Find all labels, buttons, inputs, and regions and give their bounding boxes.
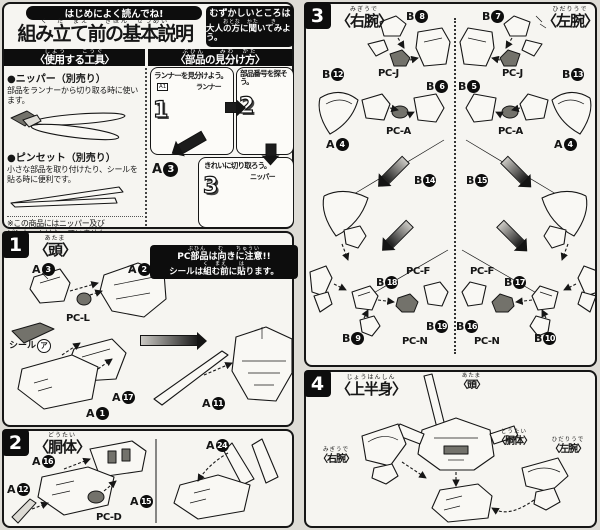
step2-illustration: [11, 438, 279, 524]
panel2-caption: 部品番号を探そう。: [240, 69, 288, 87]
step1-note: ぶひん む ちゅうい PC部品は向きに注意!! く まえ は シールは組む前に貼…: [150, 245, 298, 280]
basic-explanation-box: はじめによく読んでね! く た まえ きほん せつめい 組み立て前の基本説明 む…: [2, 2, 294, 238]
tweezer-desc: 小さな部品を取り付けたり、シールを貼る時に便利です。: [7, 165, 138, 184]
sticker-label: シールア: [9, 339, 52, 353]
sticker-tool: [11, 322, 55, 344]
pc-label-pcl: PC-L: [66, 313, 90, 324]
step1-box: 1 あたま 〈頭〉 ぶひん む ちゅうい PC部品は向きに注意!! く まえ は…: [2, 231, 298, 427]
main-title-text: 組み立て前の基本説明: [17, 23, 194, 45]
result-part-label: A 3: [152, 162, 179, 177]
pc-label-pcf-left: PC-F: [470, 266, 494, 277]
tweezers-icon: [10, 186, 124, 208]
main-title-furigana: く た まえ きほん せつめい: [40, 18, 169, 25]
step3-center-divider: [454, 18, 456, 354]
ask-adult-note: むずかしいところは おとな かた き 大人の方に聞いてみよう。: [206, 6, 294, 47]
step4-heading: じょうはんしん 〈上半身〉: [336, 374, 407, 398]
panel3-number: 3: [202, 174, 219, 199]
nippers-icon: [10, 110, 126, 141]
label-right-arm: みぎうで 〈右腕〉: [318, 447, 355, 465]
read-first-banner: はじめによく読んでね!: [26, 6, 202, 20]
nipper-label: ニッパー: [250, 173, 276, 181]
step1-illustration: [11, 262, 292, 410]
step2-heading: どうたい 〈胴体〉: [34, 432, 91, 456]
step1-heading: あたま 〈頭〉: [34, 235, 77, 259]
step2-badge: 2: [2, 429, 29, 456]
nipper-desc: 部品をランナーから切り取る時に使います。: [7, 86, 138, 105]
pc-label-pcf-right: PC-F: [406, 266, 430, 277]
arrow-panel1-to-panel2: [225, 102, 237, 113]
nipper-name: ●ニッパー（別売り）: [7, 74, 106, 85]
pc-label-pcj-right: PC-J: [378, 68, 399, 79]
tools-section: ●ニッパー（別売り） 部品をランナーから切り取る時に使います。 ●ピンセット（別…: [7, 67, 143, 240]
step4-illustration: [361, 373, 569, 523]
arrow-panel2-to-panel3: [265, 143, 277, 157]
runner-tag: A1: [157, 83, 169, 91]
identify-panel-3: [198, 157, 294, 228]
identify-heading-bar: ぶひん みわ かた 〈部品の見分け方〉: [148, 49, 292, 66]
step3-left-arm-heading: ひだりうで 〈左腕〉: [542, 6, 599, 30]
step3-illustration: [309, 15, 595, 365]
panel3-caption: きれいに切り取ろう。: [204, 161, 271, 170]
pc-label-pcn-right: PC-N: [402, 336, 428, 347]
panel1-number: 1: [152, 98, 169, 123]
label-torso: どうたい 〈胴体〉: [496, 429, 533, 447]
main-title: く た まえ きほん せつめい 組み立て前の基本説明: [4, 19, 206, 44]
step1-badge: 1: [2, 231, 29, 258]
pc-label-pca-left: PC-A: [498, 126, 523, 137]
step4-badge: 4: [304, 370, 331, 397]
label-head: あたま 〈頭〉: [458, 373, 486, 391]
panel1-caption: ランナーを見分けよう。: [154, 71, 228, 80]
runner-label: ランナー: [196, 83, 222, 91]
pc-label-pcn-left: PC-N: [474, 336, 500, 347]
arm-assembly-drawing: [309, 15, 451, 337]
tools-heading-bar: しよう こうぐ 〈使用する工具〉: [4, 49, 145, 66]
pc-label-pcd: PC-D: [96, 512, 122, 523]
step3-right-arm-heading: みぎうで 〈右腕〉: [336, 6, 393, 30]
tweezer-name: ●ピンセット（別売り）: [7, 153, 116, 164]
step4-box: 4 じょうはんしん 〈上半身〉 あたま 〈頭〉 みぎうで 〈右腕〉 どうたい 〈…: [304, 370, 597, 528]
step3-badge: 3: [304, 2, 331, 29]
pc-label-pcj-left: PC-J: [502, 68, 523, 79]
step1-assembly-arrow: [140, 335, 198, 346]
column-divider: [145, 68, 147, 226]
pc-label-pca-right: PC-A: [386, 126, 411, 137]
label-left-arm: ひだりうで 〈左腕〉: [550, 437, 587, 455]
